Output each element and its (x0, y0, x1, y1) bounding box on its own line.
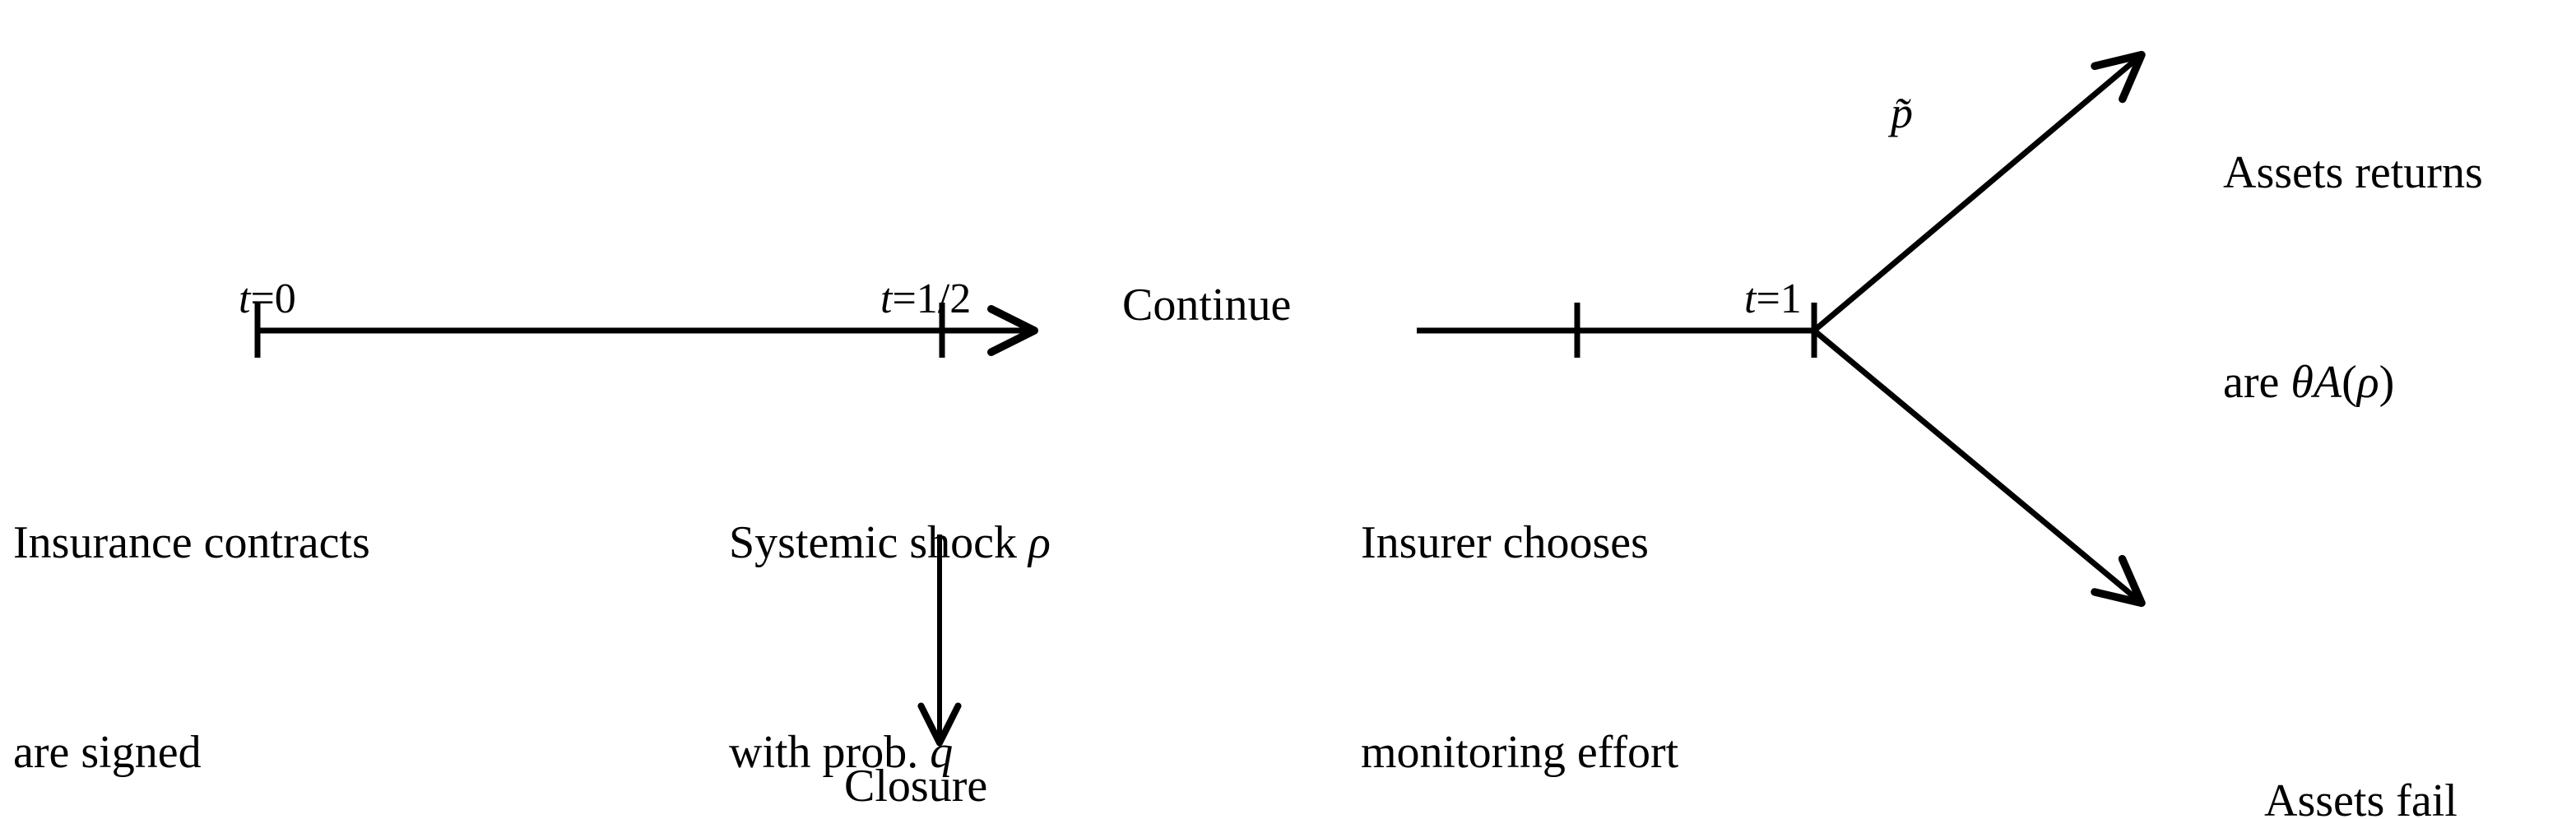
time-label-t0: t=0 (196, 235, 296, 363)
outcome-success-math-A: A (2313, 357, 2342, 408)
note-t0-line2: are signed (13, 727, 202, 778)
note-block-t-half: Systemic shock ρ with prob. q (729, 368, 1051, 819)
note-t-half-line2: with prob. q (729, 718, 1051, 788)
time-label-t-half-equals: = (892, 275, 917, 322)
branch-label-continue: Continue (1122, 280, 1292, 331)
branch-probability-p-tilde: p̃ (1891, 88, 1913, 137)
time-label-t1-value: 1 (1780, 275, 1802, 322)
outcome-assets-fail: Assets fail (2264, 627, 2458, 819)
note-t-half-line1-pre: Systemic shock (729, 517, 1028, 568)
time-label-t1-equals: = (1756, 275, 1780, 322)
note-t1-line2: monitoring effort (1361, 727, 1679, 778)
time-label-t1-var: t (1744, 275, 1757, 322)
note-block-t0: Insurance contracts are signed Given R(ρ… (13, 368, 373, 819)
time-label-t1: t=1 (1701, 235, 1802, 363)
note-t0-line1: Insurance contracts (13, 517, 370, 568)
outcome-success-math-theta: θ (2291, 357, 2314, 408)
branch-label-closure: Closure (844, 761, 988, 812)
time-label-t0-var: t (239, 275, 251, 322)
time-label-t0-value: 0 (274, 275, 296, 322)
outcome-failure-line1: Assets fail (2264, 775, 2458, 819)
outcome-success-paren-close: ) (2379, 357, 2395, 408)
time-label-t0-equals: = (250, 275, 275, 322)
note-t1-line1: Insurer chooses (1361, 517, 1649, 568)
note-t-half-line1: Systemic shock ρ (729, 508, 1051, 578)
outcome-success-paren-open: ( (2342, 357, 2357, 408)
note-block-t1: Insurer chooses monitoring effort (1361, 368, 1678, 819)
note-t-half-line2-math-q: q (930, 727, 954, 778)
outcome-success-line1: Assets returns (2223, 147, 2483, 198)
outcome-assets-returns: Assets returns are θA(ρ) (2223, 0, 2483, 558)
time-label-t-half-var: t (880, 275, 893, 322)
note-t-half-line1-math-rho: ρ (1028, 517, 1051, 568)
outcome-success-line2-pre: are (2223, 357, 2291, 408)
outcome-success-math-rho: ρ (2356, 357, 2379, 408)
time-label-t-half: t=1/2 (838, 235, 971, 363)
time-label-t-half-value: 1/2 (916, 275, 972, 322)
assets-fail-branch-arrow (1812, 328, 2146, 608)
assets-return-branch-arrow (1812, 50, 2146, 333)
note-t-half-line2-pre: with prob. (729, 727, 931, 778)
outcome-success-line2: are θA(ρ) (2223, 348, 2483, 418)
